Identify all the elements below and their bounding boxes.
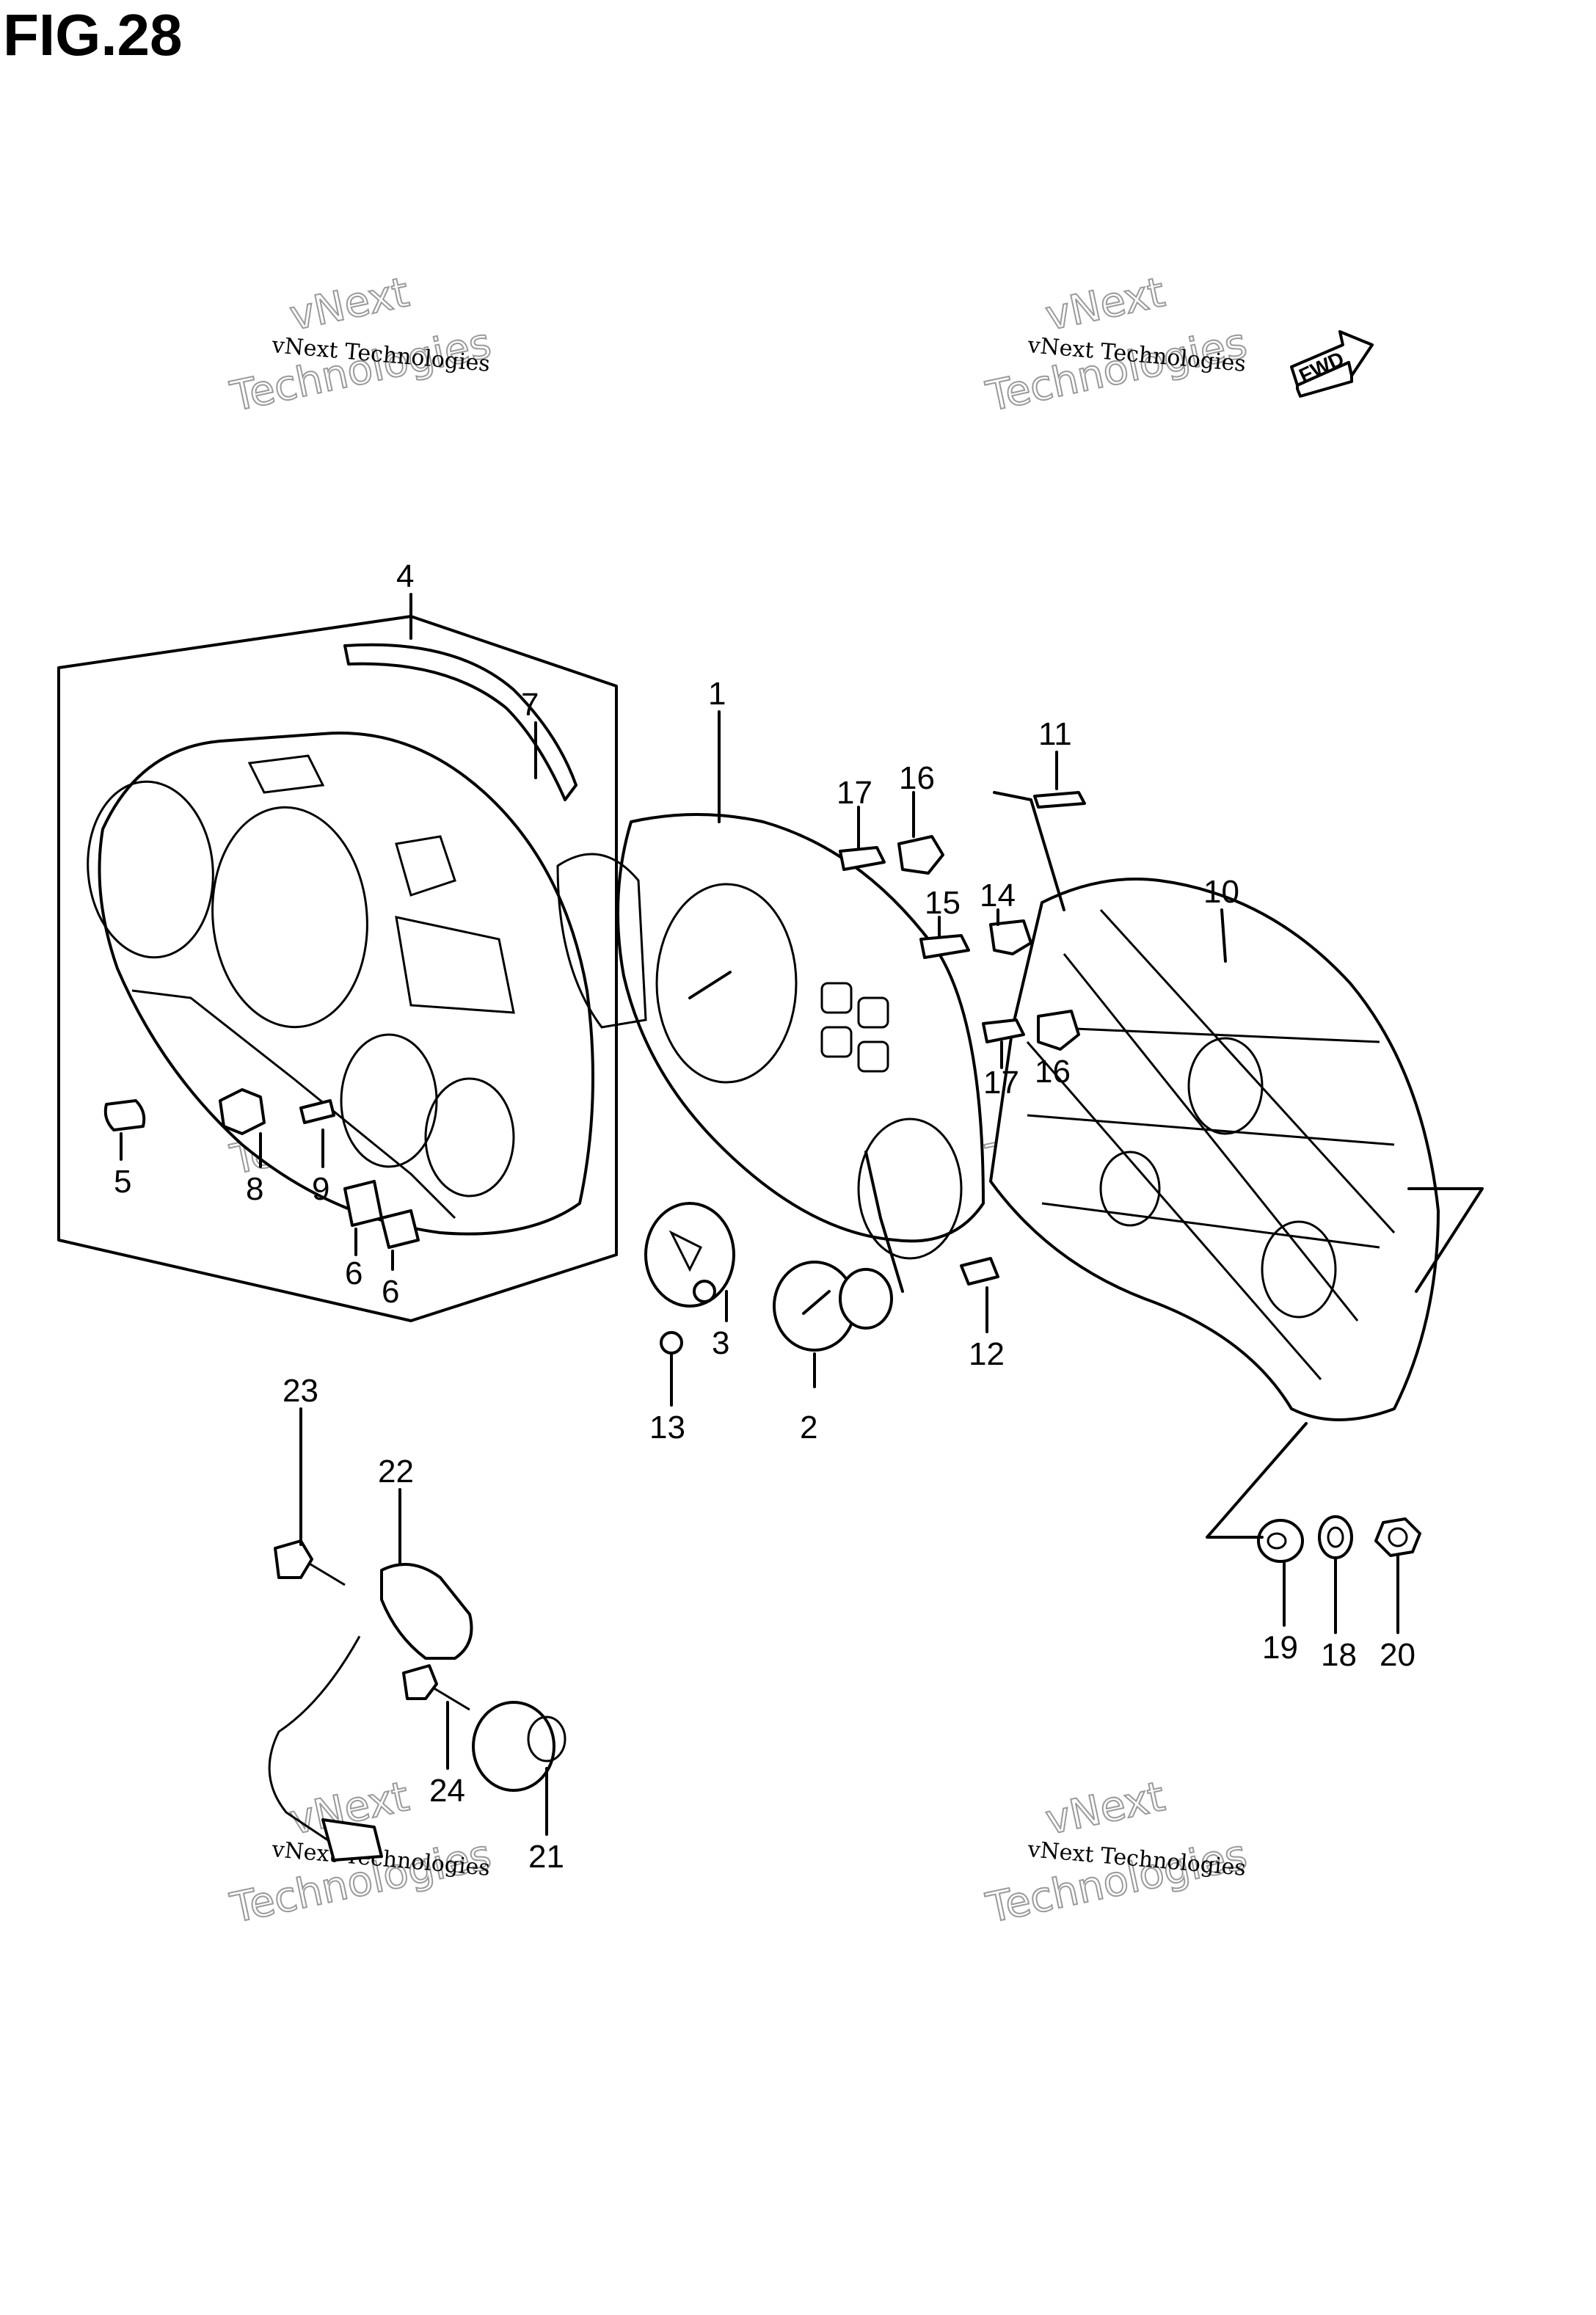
meter-cover [98, 732, 594, 1236]
tachometer-dial [556, 853, 647, 1029]
part-15-bulb [919, 934, 970, 959]
part-19-grommet [1257, 1519, 1304, 1563]
speedometer-dial [655, 883, 798, 1084]
callout-7: 7 [521, 687, 539, 723]
part-6-lamp-b [380, 1209, 420, 1271]
meter-unit [556, 813, 985, 1260]
callout-22: 22 [378, 1454, 414, 1490]
part-7-strip [343, 643, 577, 801]
cover-gauge-window-2 [211, 806, 368, 1029]
part-17-bulb-a [839, 846, 886, 871]
fwd-arrow-icon: FWD [1290, 330, 1374, 398]
part-18-washer [1318, 1515, 1353, 1559]
watermark-top-right: vNext Technologies vNext Technologies [981, 268, 1251, 422]
callout-19: 19 [1262, 1630, 1298, 1666]
callout-14: 14 [980, 878, 1016, 914]
callout-11: 11 [1038, 716, 1072, 752]
speedometer-needle [688, 971, 732, 999]
callout-18: 18 [1321, 1637, 1357, 1673]
part-16-socket-a [897, 835, 944, 875]
callout-17-top: 17 [837, 775, 872, 811]
meter-case [989, 878, 1440, 1421]
svg-text:vNext: vNext [285, 269, 413, 340]
part-20-nut [1374, 1517, 1421, 1557]
callout-labels: 4 7 1 17 16 11 10 15 14 17 16 5 8 9 6 6 … [114, 558, 1415, 1875]
cover-gauge-window-4 [424, 1077, 515, 1197]
callout-6-a: 6 [345, 1255, 362, 1291]
part-21-cap [472, 1701, 566, 1792]
part-23-bolt [274, 1539, 346, 1586]
cover-gauge-window-3 [340, 1033, 438, 1168]
part-22-sensor [268, 1563, 473, 1862]
callout-16-top: 16 [899, 760, 935, 796]
part-13-screw [660, 1331, 683, 1396]
callout-24: 24 [429, 1773, 465, 1809]
cover-gauge-window-1 [87, 780, 214, 959]
part-17-bulb-b [982, 1018, 1025, 1043]
part-5-bulb [103, 1099, 146, 1161]
part-14-socket [989, 919, 1032, 955]
small-gauge-dial [857, 1118, 963, 1260]
svg-text:vNext: vNext [1041, 1773, 1169, 1845]
watermark-top-left: vNext Technologies vNext Technologies [225, 268, 495, 422]
part-3-gauge-cap [644, 1202, 735, 1308]
part-2-gauge [773, 1261, 893, 1352]
watermark-bottom-right: vNext Technologies vNext Technologies [981, 1772, 1251, 1933]
part-6-lamp-a [343, 1180, 383, 1256]
callout-13: 13 [649, 1410, 685, 1445]
callout-16-bottom: 16 [1035, 1054, 1071, 1090]
callout-23: 23 [283, 1373, 318, 1409]
callout-8: 8 [246, 1171, 263, 1207]
part-8-bulb-socket [219, 1088, 266, 1168]
callout-3: 3 [712, 1325, 729, 1361]
callout-2: 2 [800, 1410, 817, 1445]
callout-12: 12 [969, 1336, 1005, 1372]
callout-10: 10 [1203, 874, 1239, 910]
figure-title: FIG.28 [3, 2, 183, 68]
part-12-screw [960, 1257, 999, 1322]
callout-9: 9 [312, 1171, 329, 1207]
svg-text:vNext: vNext [1041, 269, 1169, 340]
part-9-screw [299, 1099, 335, 1168]
callout-21: 21 [528, 1839, 564, 1875]
callout-1: 1 [708, 676, 726, 712]
callout-5: 5 [114, 1164, 131, 1200]
leader-lines [299, 593, 1484, 1836]
callout-6-b: 6 [382, 1274, 399, 1310]
callout-15: 15 [925, 885, 961, 921]
part-24-bolt [402, 1664, 470, 1711]
part-11-screw [1033, 751, 1086, 809]
part-16-socket-b [1037, 1010, 1080, 1051]
cover-lcd-window [395, 916, 515, 1014]
callout-17-bottom: 17 [983, 1065, 1019, 1101]
callout-20: 20 [1380, 1637, 1415, 1673]
callout-4: 4 [396, 558, 414, 594]
